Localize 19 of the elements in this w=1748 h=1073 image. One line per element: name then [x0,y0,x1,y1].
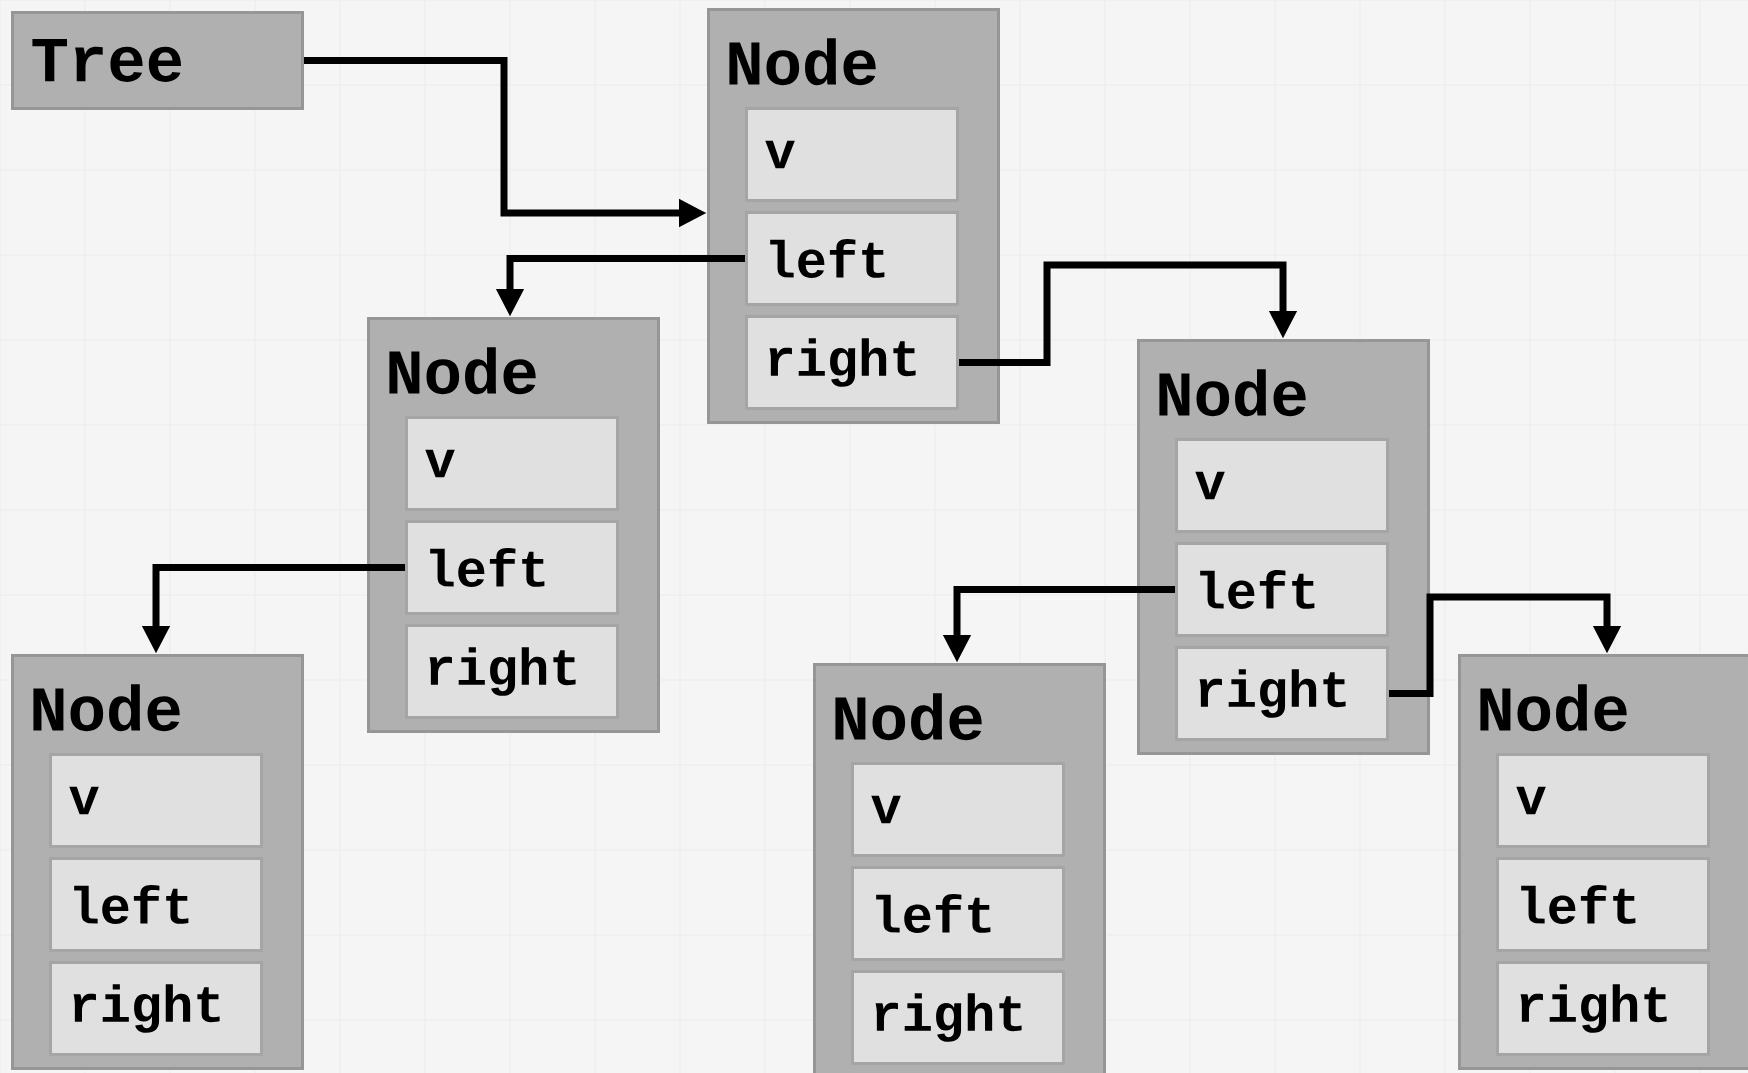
field-box: right [49,961,263,1056]
field-box: v [745,107,959,202]
field-box: left [49,857,263,952]
field-box: v [405,416,619,511]
field-box: v [1496,753,1710,848]
field-box: left [745,211,959,306]
field-box: left [851,866,1065,961]
field-box: v [49,753,263,848]
field-box: v [851,762,1065,857]
field-box: right [851,970,1065,1065]
field-box: right [1175,646,1389,741]
field-box: v [1175,438,1389,533]
field-box: left [405,520,619,615]
field-box: right [745,315,959,410]
field-box: left [1175,542,1389,637]
field-box: right [405,624,619,719]
tree-box: Tree [11,11,304,110]
field-box: left [1496,857,1710,952]
field-box: right [1496,961,1710,1056]
